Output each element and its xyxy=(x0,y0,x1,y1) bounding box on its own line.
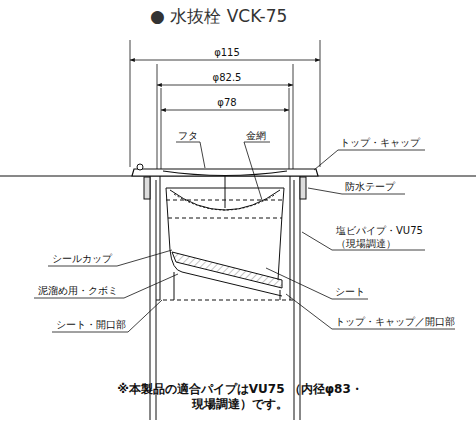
part-label: 防水テープ xyxy=(345,180,395,193)
part-label: 泥溜め用・クボミ xyxy=(38,284,118,297)
dimension-label: φ78 xyxy=(215,96,238,109)
part-label: フタ xyxy=(178,129,198,142)
part-label: トップ・キャップ／開口部 xyxy=(335,315,455,328)
part-label: シート・開口部 xyxy=(56,318,126,331)
part-label: 金網 xyxy=(246,129,266,142)
dimension-label: φ115 xyxy=(212,46,242,59)
part-label: シールカップ xyxy=(52,252,112,265)
caption: ※本製品の適合パイプはVU75 （内径φ83・現場調達）です。 xyxy=(105,382,375,412)
part-label: トップ・キャップ xyxy=(340,136,420,149)
part-label: 塩ビパイプ・VU75 （現場調達） xyxy=(336,224,426,250)
title: ● 水抜栓 VCK-75 xyxy=(150,6,287,27)
dimension-label: φ82.5 xyxy=(211,71,244,84)
part-label: シート xyxy=(335,285,365,298)
leader-lines xyxy=(34,142,455,332)
drain-plug-body xyxy=(0,164,476,420)
dimension-lines xyxy=(130,40,320,172)
